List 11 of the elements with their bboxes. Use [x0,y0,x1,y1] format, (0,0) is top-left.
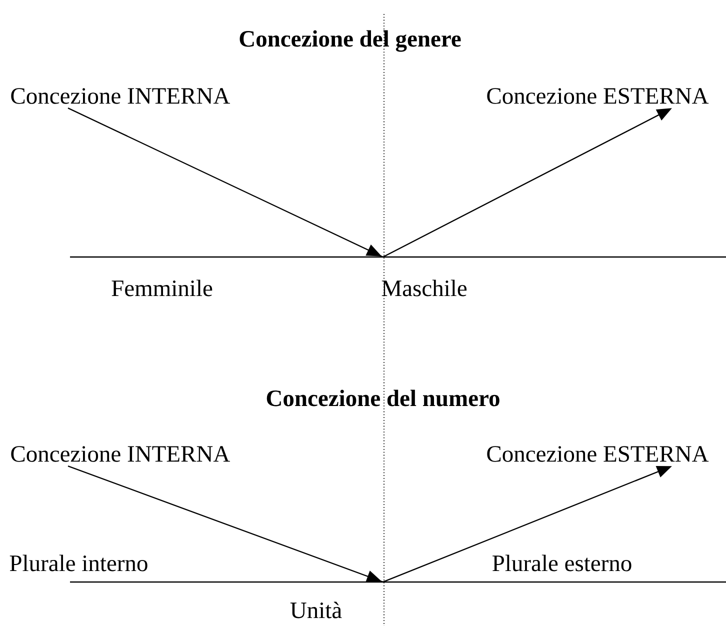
axis-label: Plurale esterno [492,554,632,572]
node-label: Concezione ESTERNA [487,88,709,104]
axis-label: Unità [290,602,342,618]
axis-label: Maschile [382,280,467,296]
heading: Concezione del numero [266,390,500,406]
axis-label: Plurale interno [10,554,148,572]
node-label: Concezione INTERNA [11,88,230,104]
node-label: Concezione ESTERNA [487,446,709,462]
heading: Concezione del genere [240,30,461,52]
axis-label: Femminile [112,280,212,296]
node-label: Concezione INTERNA [11,446,230,462]
